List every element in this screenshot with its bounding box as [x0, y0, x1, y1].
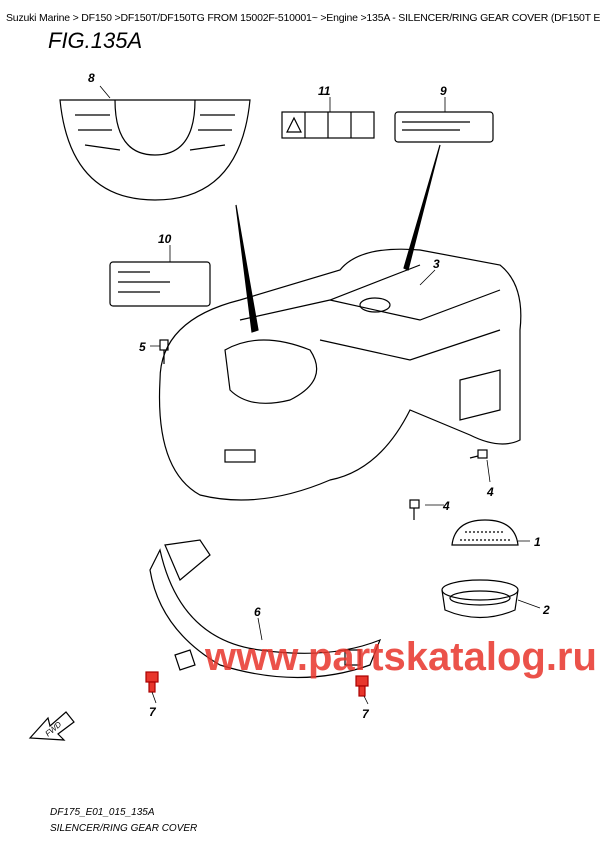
- callout-7[interactable]: 7: [149, 705, 157, 719]
- part-9-label: [394, 111, 494, 143]
- callout-11[interactable]: 11: [318, 84, 331, 98]
- callout-2[interactable]: 2: [542, 603, 550, 617]
- callout-10[interactable]: 10: [158, 232, 172, 246]
- bolt-7: [145, 671, 159, 693]
- callout-6[interactable]: 6: [254, 605, 261, 619]
- part-8-label-arc: [59, 99, 251, 201]
- figure-title: FIG.135A: [48, 28, 143, 53]
- part-3-silencer-cover: [158, 248, 522, 501]
- pointer-arrow: [235, 204, 259, 333]
- diagram-caption: SILENCER/RING GEAR COVER: [50, 823, 198, 834]
- pointer-arrow: [403, 144, 441, 271]
- callout-5[interactable]: 5: [139, 340, 146, 354]
- callout-4[interactable]: 4: [442, 499, 450, 513]
- callout-1[interactable]: 1: [534, 535, 541, 549]
- bolt-4: [469, 449, 488, 459]
- part-10-label: [109, 261, 211, 307]
- callout-3[interactable]: 3: [433, 257, 440, 271]
- bolt-4: [409, 499, 420, 520]
- part-6-ring-gear-cover: [149, 539, 382, 679]
- part-2-ring: [441, 579, 519, 619]
- callout-4[interactable]: 4: [486, 485, 494, 499]
- callout-7[interactable]: 7: [362, 707, 370, 721]
- diagram-code: DF175_E01_015_135A: [50, 807, 155, 818]
- breadcrumb[interactable]: Suzuki Marine > DF150 >DF150T/DF150TG FR…: [6, 12, 600, 24]
- fwd-arrow-icon: FWD: [28, 711, 75, 741]
- watermark: www.partskatalog.ru: [204, 635, 597, 679]
- bolt-7: [355, 675, 369, 697]
- callout-9[interactable]: 9: [440, 84, 447, 98]
- bolt-5: [159, 339, 169, 364]
- part-11-warning-label: [281, 111, 375, 139]
- part-1-cap: [451, 519, 519, 546]
- callout-8[interactable]: 8: [88, 71, 95, 85]
